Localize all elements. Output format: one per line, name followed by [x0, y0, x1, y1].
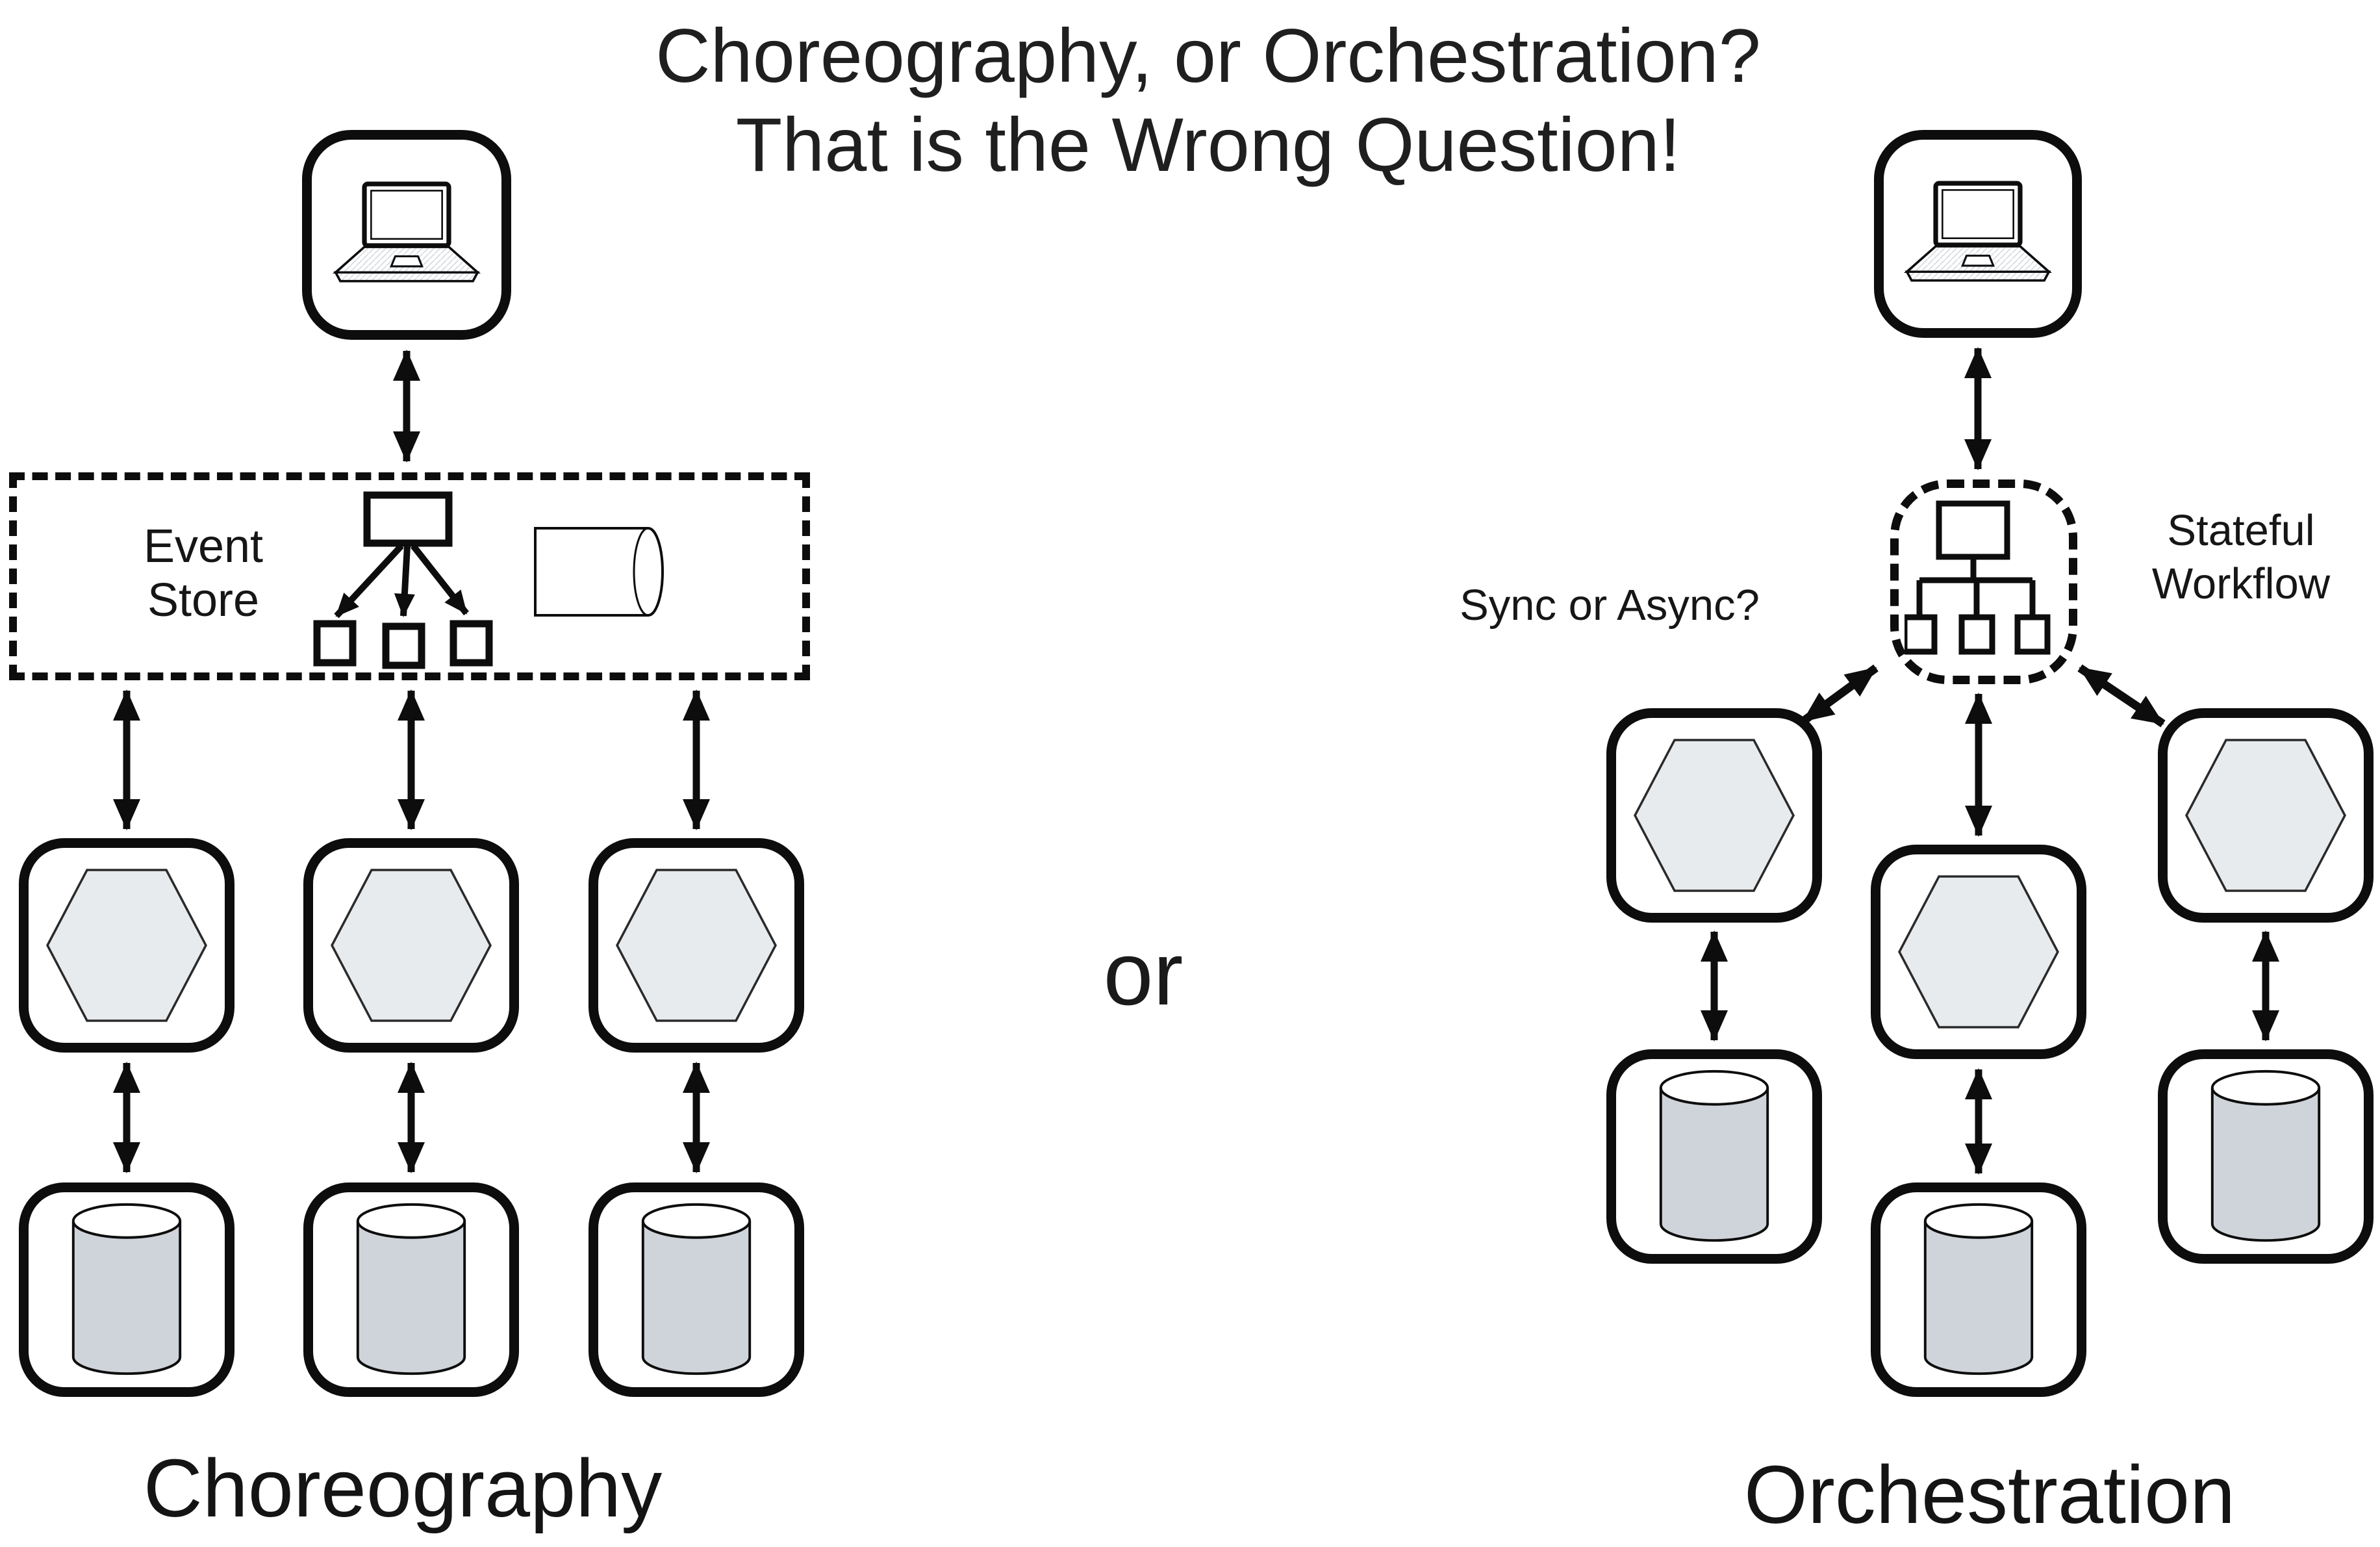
hexagon-service-icon [1897, 874, 2060, 1030]
title-line-1: Choreography, or Orchestration? [655, 13, 1761, 98]
or-divider-label: or [1103, 924, 1184, 1024]
orchestration-service-node-2 [1871, 845, 2086, 1059]
database-cylinder-icon [69, 1201, 184, 1379]
stateful-workflow-label: Stateful Workflow [2151, 506, 2331, 609]
choreography-service-node-3 [589, 838, 804, 1053]
laptop-icon [1897, 181, 2058, 288]
event-store-label: Event Store [143, 520, 264, 626]
hexagon-service-icon [329, 867, 493, 1023]
choreography-service-node-2 [303, 838, 519, 1053]
event-store-box [9, 472, 810, 680]
choreography-service-node-1 [19, 838, 234, 1053]
workflow-tree-icon [1905, 500, 2051, 655]
orchestration-database-node-1 [1606, 1049, 1822, 1264]
database-cylinder-icon [1921, 1201, 2036, 1379]
hexagon-service-icon [2184, 737, 2348, 893]
choreography-caption: Choreography [143, 1442, 663, 1534]
orchestration-service-node-1 [1606, 708, 1822, 923]
title-line-2: That is the Wrong Question! [735, 101, 1681, 187]
database-cylinder-icon [1656, 1068, 1772, 1246]
orchestration-database-node-2 [1871, 1183, 2086, 1397]
choreography-database-node-3 [589, 1183, 804, 1397]
database-cylinder-icon [353, 1201, 469, 1379]
hexagon-service-icon [1632, 737, 1796, 893]
orchestration-client-node [1874, 130, 2082, 338]
choreography-database-node-2 [303, 1183, 519, 1397]
sync-or-async-label: Sync or Async? [1460, 581, 1760, 630]
laptop-icon [326, 181, 487, 288]
hexagon-service-icon [45, 867, 209, 1023]
event-log-cylinder-icon [534, 527, 664, 617]
database-cylinder-icon [639, 1201, 754, 1379]
orchestration-database-node-3 [2158, 1049, 2374, 1264]
choreography-database-node-1 [19, 1183, 234, 1397]
hexagon-service-icon [614, 867, 778, 1023]
event-fanout-icon [313, 491, 493, 669]
diagram-title: Choreography, or Orchestration? That is … [617, 12, 1799, 190]
choreography-client-node [302, 130, 511, 340]
orchestration-service-node-3 [2158, 708, 2374, 923]
database-cylinder-icon [2208, 1068, 2323, 1246]
orchestration-caption: Orchestration [1743, 1449, 2236, 1541]
